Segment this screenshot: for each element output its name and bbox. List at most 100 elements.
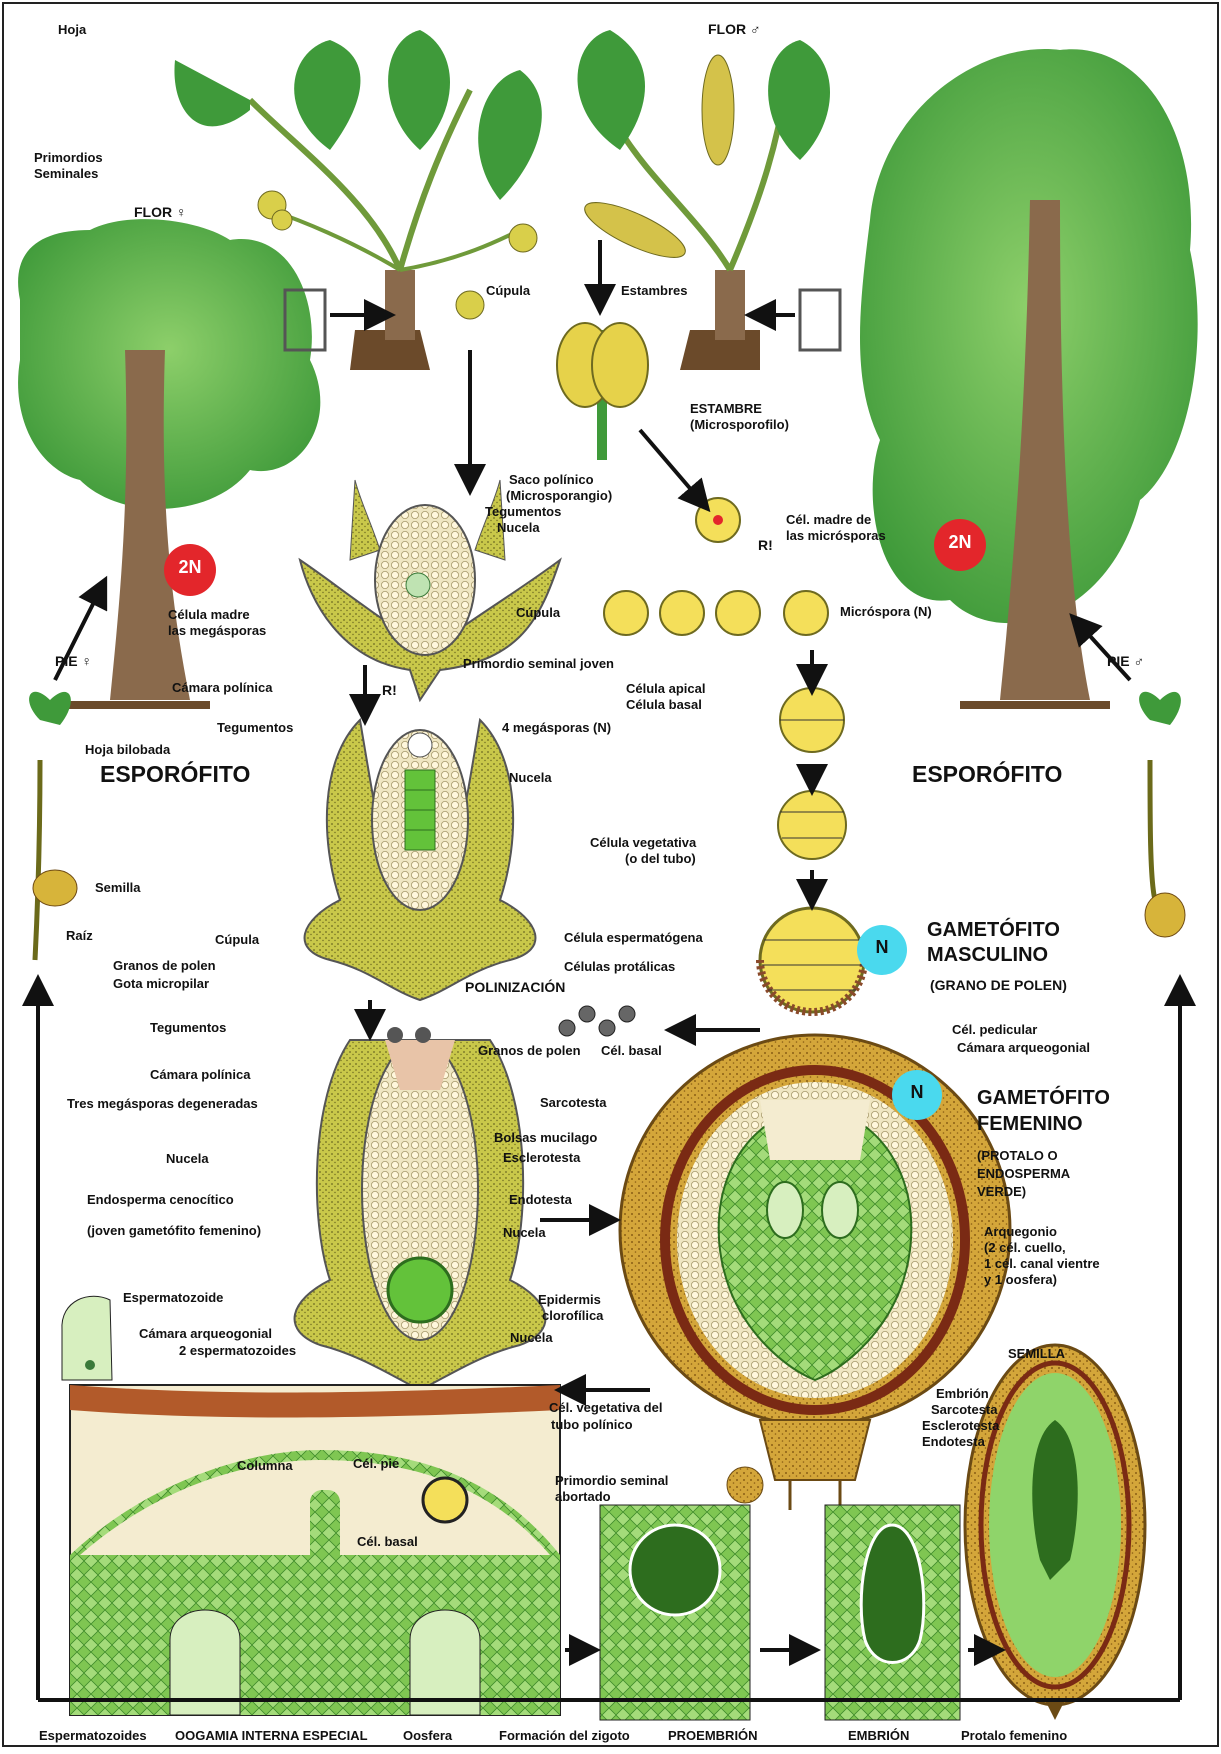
label-epidermis-1: Epidermis <box>538 1292 601 1307</box>
label-arquegonio-4: y 1 oosfera) <box>984 1272 1057 1287</box>
label-epidermis-2: clorofílica <box>542 1308 603 1323</box>
label-primordio-abortado-2: abortado <box>555 1489 611 1504</box>
label-primordio-joven: Primordio seminal joven <box>463 656 614 671</box>
label-gametofito-masculino-1: GAMETÓFITO <box>927 918 1060 942</box>
ovule-megaspores <box>305 720 536 1000</box>
label-protalo-1: (PROTALO O <box>977 1148 1058 1163</box>
label-bottom-espermatozoides: Espermatozoides <box>39 1728 147 1743</box>
label-tres-megasporas: Tres megásporas degeneradas <box>67 1096 258 1111</box>
label-gota-micropilar: Gota micropilar <box>113 976 209 991</box>
label-pie-male: PIE ♂ <box>1107 654 1144 669</box>
label-esporofito-left: ESPORÓFITO <box>100 762 250 787</box>
label-camara-polinica-1: Cámara polínica <box>172 680 272 695</box>
label-polinizacion: POLINIZACIÓN <box>465 980 565 995</box>
label-arquegonio-3: 1 cél. canal vientre <box>984 1256 1100 1271</box>
label-camara-polinica-2: Cámara polínica <box>150 1067 250 1082</box>
label-bottom-embrion: EMBRIÓN <box>848 1728 909 1743</box>
label-cel-vegetativa-tubo-1: Cél. vegetativa del <box>549 1400 662 1415</box>
label-endotesta-2: Endotesta <box>922 1434 985 1449</box>
label-endosperma-1: Endosperma cenocítico <box>87 1192 234 1207</box>
label-microspora: Micróspora (N) <box>840 604 932 619</box>
label-n-male: N <box>857 940 907 955</box>
label-bottom-proembrion: PROEMBRIÓN <box>668 1728 758 1743</box>
label-flor-female: FLOR ♀ <box>134 205 187 220</box>
label-estambre: ESTAMBRE <box>690 401 762 416</box>
embryo-panels <box>600 1505 960 1720</box>
label-bottom-formacion-zigoto: Formación del zigoto <box>499 1728 630 1743</box>
label-gametofito-femenino-2: FEMENINO <box>977 1112 1083 1136</box>
label-saco-polinico: Saco polínico <box>509 472 594 487</box>
label-hoja-bilobada: Hoja bilobada <box>85 742 170 757</box>
label-esclerotesta-1: Esclerotesta <box>503 1150 580 1165</box>
label-microsporofilo: (Microsporofilo) <box>690 417 789 432</box>
label-bottom-protalo-femenino: Protalo femenino <box>961 1728 1067 1743</box>
label-columna: Columna <box>237 1458 293 1473</box>
stamen <box>557 323 648 460</box>
label-sarcotesta-2: Sarcotesta <box>931 1402 997 1417</box>
label-primordio-abortado-1: Primordio seminal <box>555 1473 668 1488</box>
label-cel-vegetativa-tubo-2: tubo polínico <box>551 1417 633 1432</box>
label-pie-female: PIE ♀ <box>55 654 92 669</box>
pollen-grains <box>559 1006 635 1036</box>
label-cel-madre-micro-2: las micrósporas <box>786 528 886 543</box>
label-cel-pedicular: Cél. pedicular <box>952 1022 1037 1037</box>
label-semilla: Semilla <box>95 880 141 895</box>
label-cel-basal-1: Cél. basal <box>601 1043 662 1058</box>
label-celula-vegetativa-1: Célula vegetativa <box>590 835 696 850</box>
label-camara-arqueogonial-1: Cámara arqueogonial <box>957 1040 1090 1055</box>
sperm <box>62 1296 112 1380</box>
label-celula-apical: Célula apical <box>626 681 705 696</box>
label-n-female: N <box>892 1085 942 1100</box>
label-nucela-3: Nucela <box>166 1151 209 1166</box>
label-hoja: Hoja <box>58 22 86 37</box>
label-cupula-3: Cúpula <box>215 932 259 947</box>
label-2n-right: 2N <box>934 535 986 550</box>
label-gametofito-masculino-2: MASCULINO <box>927 943 1048 967</box>
label-nucela-5: Nucela <box>510 1330 553 1345</box>
label-grano-de-polen: (GRANO DE POLEN) <box>930 978 1067 993</box>
label-tegumentos-2: Tegumentos <box>217 720 293 735</box>
label-celula-madre-2: las megásporas <box>168 623 266 638</box>
label-camara-arqueogonial-2: Cámara arqueogonial <box>139 1326 272 1341</box>
label-celula-vegetativa-2: (o del tubo) <box>625 851 696 866</box>
label-espermatozoide: Espermatozoide <box>123 1290 223 1305</box>
label-celula-basal: Célula basal <box>626 697 702 712</box>
label-cel-madre-micro-1: Cél. madre de <box>786 512 871 527</box>
label-nucela-2: Nucela <box>509 770 552 785</box>
label-granos-polen-1: Granos de polen <box>113 958 216 973</box>
label-r-mark-2: R! <box>382 683 397 698</box>
label-tegumentos-3: Tegumentos <box>150 1020 226 1035</box>
label-2n-left: 2N <box>164 560 216 575</box>
label-raiz: Raíz <box>66 928 93 943</box>
label-esclerotesta-2: Esclerotesta <box>922 1418 999 1433</box>
label-cupula-2: Cúpula <box>516 605 560 620</box>
label-cel-basal-2: Cél. basal <box>357 1534 418 1549</box>
label-seminales: Seminales <box>34 166 98 181</box>
label-cel-protalicas: Células protálicas <box>564 959 675 974</box>
label-bolsas-mucilago: Bolsas mucilago <box>494 1130 597 1145</box>
label-nucela-4: Nucela <box>503 1225 546 1240</box>
label-endotesta-1: Endotesta <box>509 1192 572 1207</box>
label-4-megasporas: 4 megásporas (N) <box>502 720 611 735</box>
label-semilla-upper: SEMILLA <box>1008 1346 1065 1361</box>
label-bottom-oosfera: Oosfera <box>403 1728 452 1743</box>
label-arquegonio-2: (2 cél. cuello, <box>984 1240 1066 1255</box>
label-cel-espermatogena: Célula espermatógena <box>564 930 703 945</box>
label-esporofito-right: ESPORÓFITO <box>912 762 1062 787</box>
label-nucela-1: Nucela <box>497 520 540 535</box>
label-granos-polen-2: Granos de polen <box>478 1043 581 1058</box>
label-arquegonio-1: Arquegonio <box>984 1224 1057 1239</box>
label-cupula-1: Cúpula <box>486 283 530 298</box>
label-bottom-oogamia: OOGAMIA INTERNA ESPECIAL <box>175 1728 368 1743</box>
pollinated-ovule <box>295 1027 546 1390</box>
label-endosperma-2: (joven gametófito femenino) <box>87 1223 261 1238</box>
label-cel-pie: Cél. pie <box>353 1456 399 1471</box>
label-flor-male: FLOR ♂ <box>708 22 761 37</box>
label-protalo-3: VERDE) <box>977 1184 1026 1199</box>
label-sarcotesta-1: Sarcotesta <box>540 1095 606 1110</box>
label-r-mark-1: R! <box>758 538 773 553</box>
label-estambres: Estambres <box>621 283 687 298</box>
label-celula-madre-1: Célula madre <box>168 607 250 622</box>
label-embrion-1: Embrión <box>936 1386 989 1401</box>
